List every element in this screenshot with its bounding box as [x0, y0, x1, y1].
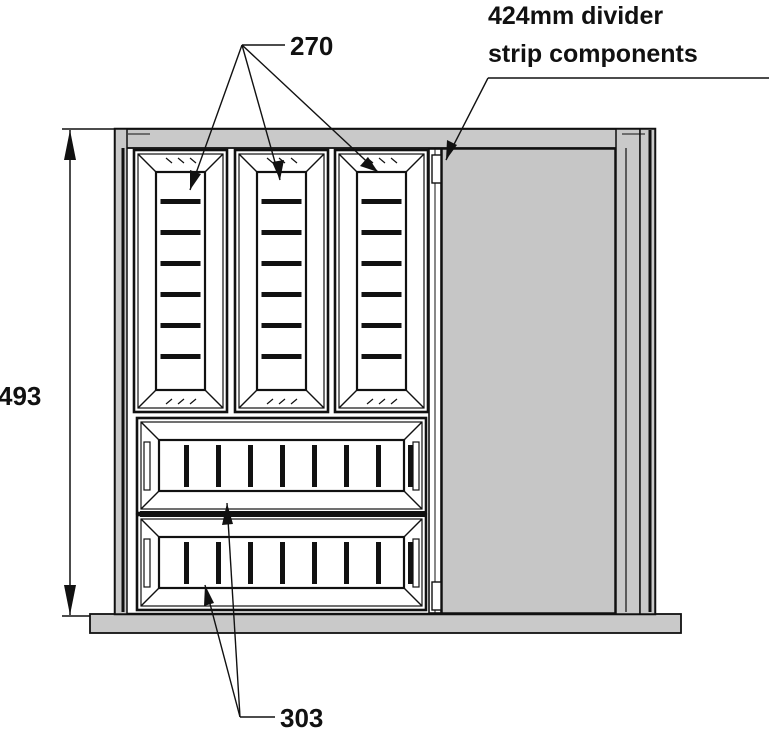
tray-slat — [261, 323, 302, 328]
tray-slat — [361, 292, 402, 297]
label-divider-line1: 424mm divider — [488, 2, 663, 30]
tray-slat — [261, 199, 302, 204]
tray-slat — [160, 261, 201, 266]
leader-divider — [445, 77, 769, 161]
tray-separator — [140, 511, 425, 517]
tray-slat — [312, 445, 317, 487]
tray-slat — [160, 292, 201, 297]
tray-slat — [361, 199, 402, 204]
tray-slat — [160, 199, 201, 204]
drawer-base — [89, 613, 682, 634]
label-303: 303 — [280, 703, 323, 730]
tray-slat — [248, 445, 253, 487]
tray-slat — [361, 323, 402, 328]
label-493: 493 — [0, 381, 41, 411]
tray-slat — [344, 542, 349, 584]
tray-slat — [376, 445, 381, 487]
tray-slat — [160, 323, 201, 328]
tray-slat — [261, 292, 302, 297]
tray-slat — [344, 445, 349, 487]
tray-slat — [361, 354, 402, 359]
label-270: 270 — [290, 31, 333, 61]
tray-slat — [280, 445, 285, 487]
tray-slat — [160, 354, 201, 359]
tray-slat — [261, 261, 302, 266]
leader-270 — [189, 44, 379, 191]
tray-slat — [216, 542, 221, 584]
leader-303 — [204, 502, 275, 718]
divider-strip — [428, 148, 442, 614]
tray-slat — [408, 445, 413, 487]
tray-slat — [376, 542, 381, 584]
height-dimension — [62, 128, 116, 617]
tray-slat — [261, 230, 302, 235]
tray-slat — [280, 542, 285, 584]
tray-slat — [361, 230, 402, 235]
tray-slat — [184, 445, 189, 487]
tray-slat — [248, 542, 253, 584]
tray-slat — [184, 542, 189, 584]
tray-slat — [361, 261, 402, 266]
empty-compartment — [441, 148, 616, 614]
tray-slat — [216, 445, 221, 487]
tray-slat — [160, 230, 201, 235]
tray-slat — [408, 542, 413, 584]
tray-slat — [312, 542, 317, 584]
tray-group — [132, 148, 430, 612]
label-divider-line2: strip components — [488, 40, 698, 68]
tray-slat — [261, 354, 302, 359]
